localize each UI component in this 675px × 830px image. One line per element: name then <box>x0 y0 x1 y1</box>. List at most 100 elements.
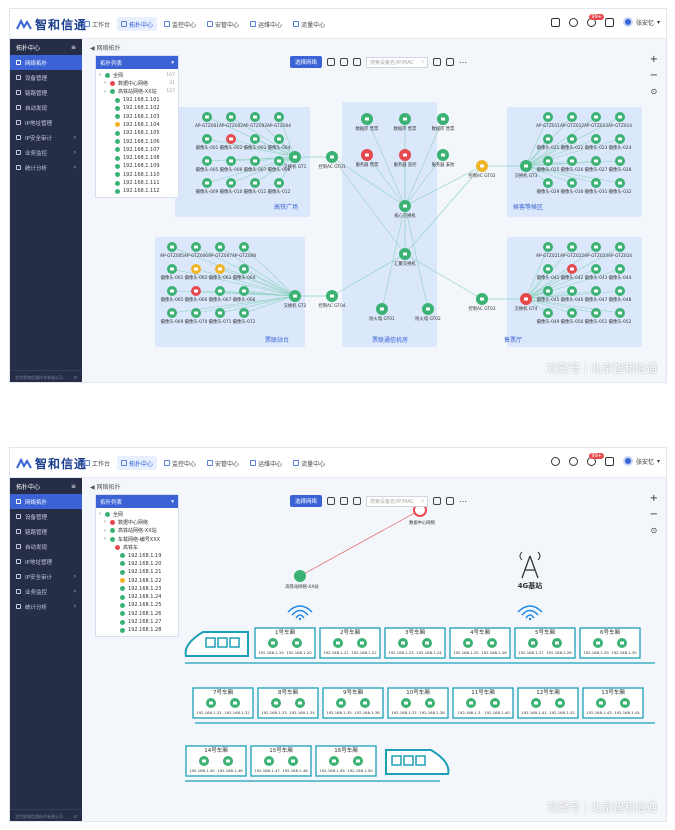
search-icon[interactable]: ⌕ <box>421 498 425 504</box>
camera[interactable]: 摄像头-047 <box>585 286 608 303</box>
nav-security[interactable]: 安管中心 <box>203 456 243 470</box>
ac-controller[interactable]: 控制AC GT02 <box>468 160 496 179</box>
sidebar-item-devices[interactable]: 设备管理 <box>10 509 82 524</box>
access-switch[interactable]: 交换机 GT2 <box>284 290 307 309</box>
access-point[interactable]: AP-GTZ014 <box>608 112 632 129</box>
tree-node[interactable]: ›车载网络-编号XXX <box>99 535 175 543</box>
sidebar-item-ip-audit[interactable]: IP安全审计› <box>10 130 82 145</box>
camera[interactable]: 摄像头-068 <box>233 286 256 303</box>
camera[interactable]: 摄像头-011 <box>244 178 267 195</box>
camera[interactable]: 摄像头-046 <box>561 286 584 303</box>
camera[interactable]: 摄像头-072 <box>233 308 256 325</box>
ac-controller[interactable]: 控制AC GT04 <box>318 290 346 309</box>
camera[interactable]: 摄像头-032 <box>609 178 632 195</box>
access-point[interactable]: AP-GTZ007 <box>208 242 232 259</box>
access-point[interactable]: AP-GTZ022 <box>560 242 584 259</box>
camera[interactable]: 摄像头-026 <box>561 156 584 173</box>
access-point[interactable]: AP-GTZ013 <box>584 112 608 129</box>
access-switch[interactable]: 交换机 GT3 <box>515 160 538 179</box>
tree-node[interactable]: 192.168.1.21 <box>99 568 175 576</box>
nav-monitor[interactable]: 监控中心 <box>160 17 200 31</box>
camera[interactable]: 摄像头-004 <box>268 134 291 151</box>
pointer-icon[interactable] <box>433 497 442 505</box>
nav-topology[interactable]: 拓扑中心 <box>117 456 158 470</box>
zoom-fit-icon[interactable]: ⊙ <box>650 526 658 535</box>
tree-node[interactable]: 192.168.1.111 <box>99 179 175 187</box>
sidebar-item-stats[interactable]: 统计分析› <box>10 160 82 175</box>
sidebar-item-links[interactable]: 链路管理 <box>10 524 82 539</box>
sidebar-item-devices[interactable]: 设备管理 <box>10 70 82 85</box>
more-icon[interactable]: ⋯ <box>459 57 468 67</box>
sidebar-item-topology[interactable]: 网络拓扑 <box>10 55 82 70</box>
tree-node[interactable]: ›全网 <box>99 510 175 518</box>
tree-node[interactable]: 192.168.1.108 <box>99 154 175 162</box>
camera[interactable]: 摄像头-012 <box>268 178 291 195</box>
tree-node[interactable]: 192.168.1.102 <box>99 104 175 112</box>
camera[interactable]: 摄像头-025 <box>537 156 560 173</box>
select-network-button[interactable]: 选择网络 <box>290 56 323 68</box>
camera[interactable]: 摄像头-024 <box>609 134 632 151</box>
camera[interactable]: 摄像头-021 <box>537 134 560 151</box>
ac-controller[interactable]: 控制AC GT03 <box>468 293 496 312</box>
camera[interactable]: 摄像头-006 <box>220 156 243 173</box>
access-point[interactable]: AP-GTZ012 <box>560 112 584 129</box>
tree-node[interactable]: 192.168.1.105 <box>99 129 175 137</box>
access-point[interactable]: AP-GTZ021 <box>536 242 560 259</box>
skin-icon[interactable] <box>550 17 560 27</box>
sidebar-item-ip-audit[interactable]: IP安全审计› <box>10 569 82 584</box>
tree-node[interactable]: 192.168.1.107 <box>99 146 175 154</box>
tree-node[interactable]: 192.168.1.106 <box>99 137 175 145</box>
tree-node[interactable]: ›高铁站网络-XX站 <box>99 527 175 535</box>
tree-node[interactable]: 192.168.1.27 <box>99 618 175 626</box>
camera[interactable]: 摄像头-028 <box>609 156 632 173</box>
data-center-node[interactable]: 数据中心网络 <box>409 503 436 526</box>
edit-icon[interactable] <box>446 497 455 505</box>
camera[interactable]: 摄像头-022 <box>561 134 584 151</box>
back-icon[interactable]: ◀ <box>90 45 97 52</box>
shield-icon[interactable] <box>550 456 560 466</box>
camera[interactable]: 摄像头-041 <box>537 264 560 281</box>
camera[interactable]: 摄像头-066 <box>185 286 208 303</box>
save-icon[interactable] <box>340 497 349 505</box>
sidebar-item-ipam[interactable]: IP地址管理 <box>10 554 82 569</box>
export-icon[interactable] <box>353 497 362 505</box>
sidebar-item-ipam[interactable]: IP地址管理 <box>10 115 82 130</box>
tree-node[interactable]: 高铁车 <box>99 543 175 551</box>
device-search-input[interactable]: 搜索设备名/IP/MAC⌕ <box>366 56 429 68</box>
tree-node[interactable]: 192.168.1.28 <box>99 626 175 634</box>
camera[interactable]: 摄像头-031 <box>585 178 608 195</box>
camera[interactable]: 摄像头-045 <box>537 286 560 303</box>
nav-ops[interactable]: 运维中心 <box>246 17 286 31</box>
sidebar-item-links[interactable]: 链路管理 <box>10 85 82 100</box>
pointer-icon[interactable] <box>433 58 442 66</box>
access-point[interactable]: AP-GTZ005 <box>160 242 184 259</box>
access-point[interactable]: AP-GTZ011 <box>536 112 560 129</box>
tree-node[interactable]: 192.168.1.112 <box>99 187 175 195</box>
camera[interactable]: 摄像头-071 <box>209 308 232 325</box>
tree-node[interactable]: ›数据中心网络 <box>99 518 175 526</box>
bell-icon[interactable]: 99+ <box>586 13 604 27</box>
tree-node[interactable]: 192.168.1.20 <box>99 560 175 568</box>
camera[interactable]: 摄像头-065 <box>161 286 184 303</box>
tree-node[interactable]: 192.168.1.103 <box>99 112 175 120</box>
nav-ops[interactable]: 运维中心 <box>246 456 286 470</box>
menu-icon[interactable]: ☰ <box>73 375 77 380</box>
server[interactable]: 数据库 售票 <box>356 113 380 132</box>
device-search-input[interactable]: 搜索设备名/IP/MAC⌕ <box>366 495 429 507</box>
server[interactable]: 服务器 监控 <box>394 149 418 168</box>
tree-node[interactable]: 192.168.1.104 <box>99 121 175 129</box>
refresh-icon[interactable] <box>327 497 336 505</box>
server[interactable]: 服务器 安防 <box>432 149 456 168</box>
camera[interactable]: 摄像头-027 <box>585 156 608 173</box>
edit-icon[interactable] <box>446 58 455 66</box>
